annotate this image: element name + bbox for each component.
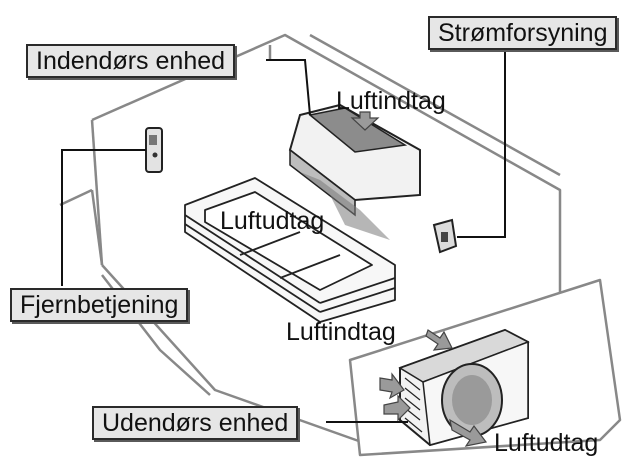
- arrow-outdoor-side-inlet-icon: [379, 372, 405, 400]
- leader-remote-control: [61, 149, 146, 286]
- remote-control-label: Fjernbetjening: [10, 288, 189, 322]
- indoor-unit-illustration: [288, 103, 421, 240]
- arrow-indoor-inlet-icon: [350, 111, 380, 131]
- leader-power-supply: [457, 47, 506, 238]
- floor-frame-illustration: [184, 177, 396, 323]
- arrow-outdoor-outlet-icon: [449, 418, 488, 447]
- arrow-outdoor-left-icon: [383, 394, 411, 422]
- air-outlet-indoor-annotation: Luftudtag: [220, 207, 325, 235]
- indoor-unit-label: Indendørs enhed: [26, 44, 236, 78]
- outdoor-unit-label: Udendørs enhed: [92, 406, 299, 440]
- leader-indoor-unit: [266, 59, 311, 116]
- air-outlet-outdoor-annotation: Luftudtag: [494, 429, 599, 457]
- air-inlet-outdoor-annotation: Luftindtag: [286, 318, 396, 346]
- air-inlet-indoor-annotation: Luftindtag: [336, 87, 446, 115]
- arrow-outdoor-inlet-icon: [425, 329, 453, 351]
- remote-control-illustration: [145, 127, 163, 173]
- airflow-arrows: [350, 111, 488, 447]
- power-supply-illustration: [432, 218, 458, 254]
- leader-lines: [61, 47, 506, 423]
- power-supply-label: Strømforsyning: [428, 16, 618, 50]
